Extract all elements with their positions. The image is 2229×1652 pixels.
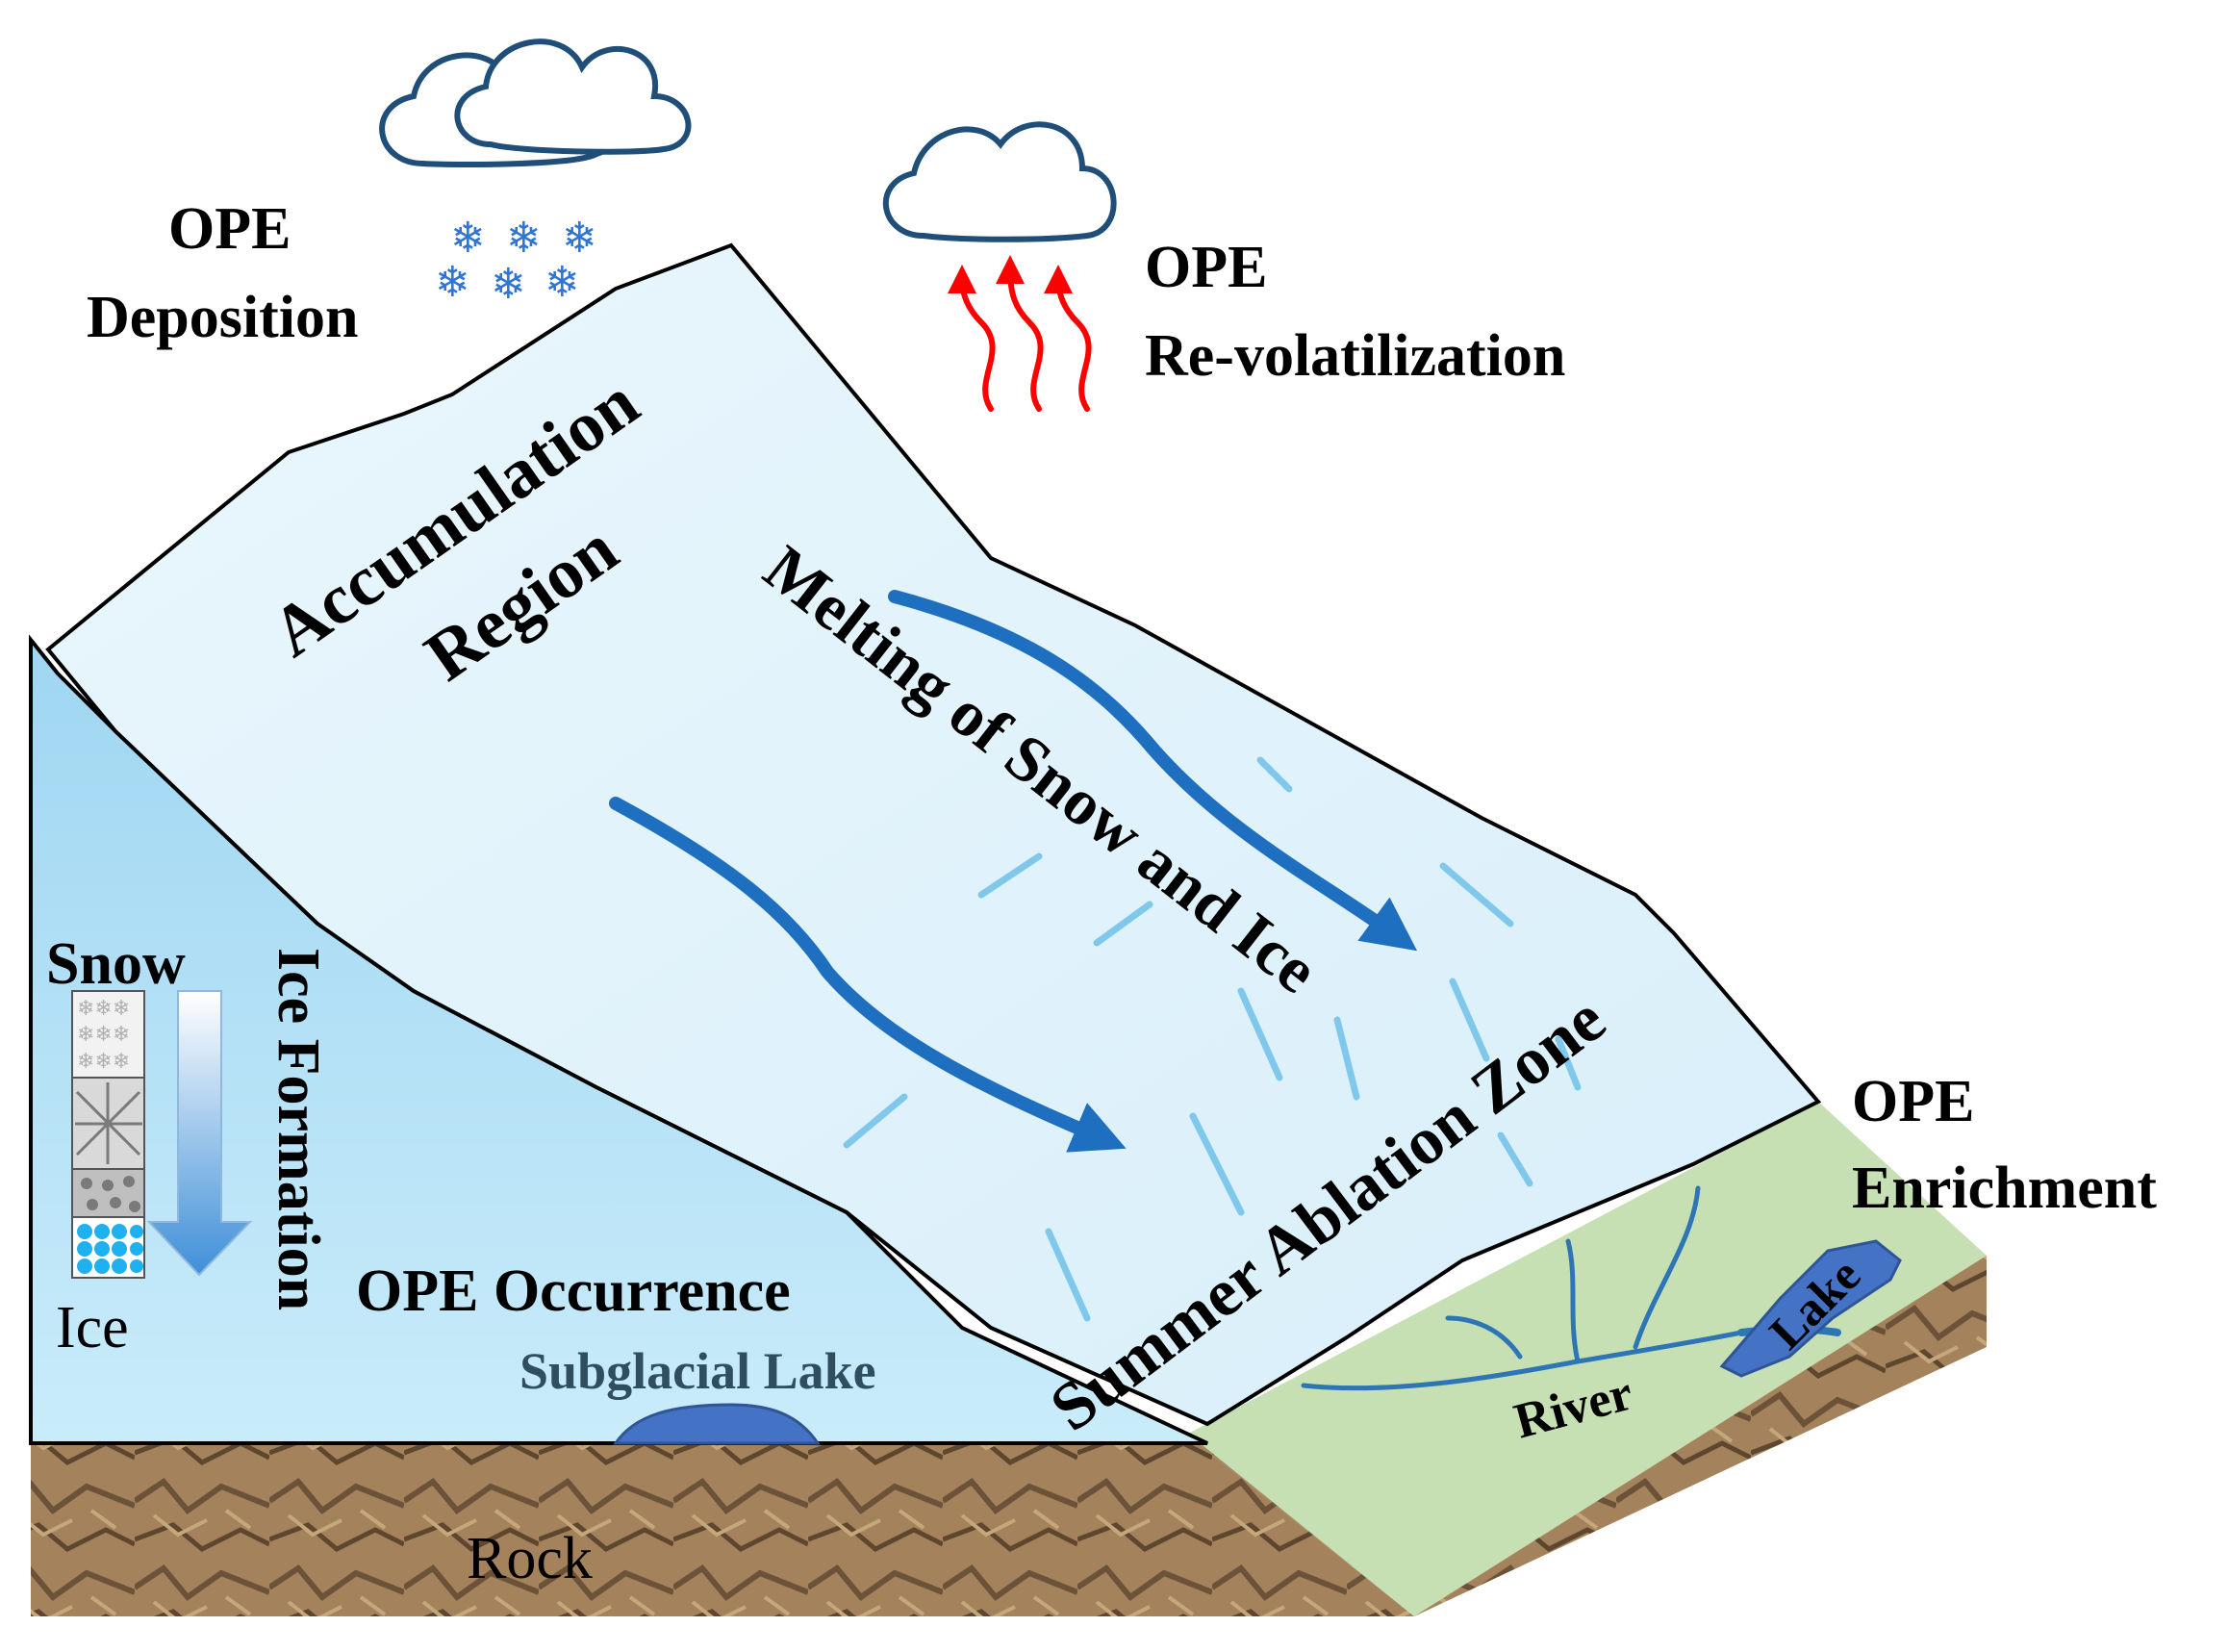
svg-text:❄: ❄ <box>491 260 526 309</box>
heat-arrow-icon <box>948 255 1092 412</box>
subglacial-lake-label: Subglacial Lake <box>519 1342 876 1400</box>
ope-deposition-label-line1: OPE <box>168 196 291 262</box>
ope-deposition-label-line2: Deposition <box>87 285 358 350</box>
ice-label: Ice <box>56 1295 129 1360</box>
svg-text:❄: ❄ <box>506 214 542 263</box>
svg-text:❄: ❄ <box>450 214 486 263</box>
ope-enrichment-label-line2: Enrichment <box>1852 1156 2157 1221</box>
ice-formation-label: Ice Formation <box>266 948 331 1310</box>
ope-occurrence-label: OPE Occurrence <box>356 1258 791 1324</box>
svg-text:❄: ❄ <box>545 258 580 307</box>
glacier-top-surface <box>45 242 1822 1427</box>
svg-text:❄: ❄ <box>562 214 597 263</box>
subglacial-lake-shape <box>613 1403 821 1445</box>
flow-arrow-upper <box>888 590 1418 952</box>
river-network <box>1301 1185 1841 1391</box>
snow-ice-column: ❄❄❄ ❄❄❄ ❄❄❄ <box>71 990 145 1279</box>
ope-revolatilization-label-line2: Re-volatilization <box>1145 323 1565 389</box>
lake-shape <box>1719 1239 1902 1378</box>
svg-text:❄❄❄: ❄❄❄ <box>77 1050 130 1074</box>
crevasses <box>843 756 1582 1322</box>
ope-enrichment-label-line1: OPE <box>1852 1069 1974 1134</box>
ope-revolatilization-label-line1: OPE <box>1145 235 1267 300</box>
cloud-icon <box>882 121 1117 242</box>
ice-flow-arrows <box>609 590 1418 1153</box>
snowflake-icon: ❄ ❄ ❄ ❄ ❄ ❄ <box>435 214 597 309</box>
svg-text:❄❄❄: ❄❄❄ <box>77 1023 130 1047</box>
svg-text:❄❄❄: ❄❄❄ <box>77 997 130 1021</box>
flow-arrow-lower <box>609 797 1127 1153</box>
ice-formation-arrow <box>146 990 253 1277</box>
snow-label: Snow <box>46 931 186 997</box>
cloud-icon <box>454 38 692 155</box>
rock-label: Rock <box>467 1526 593 1591</box>
svg-text:❄: ❄ <box>435 258 470 307</box>
